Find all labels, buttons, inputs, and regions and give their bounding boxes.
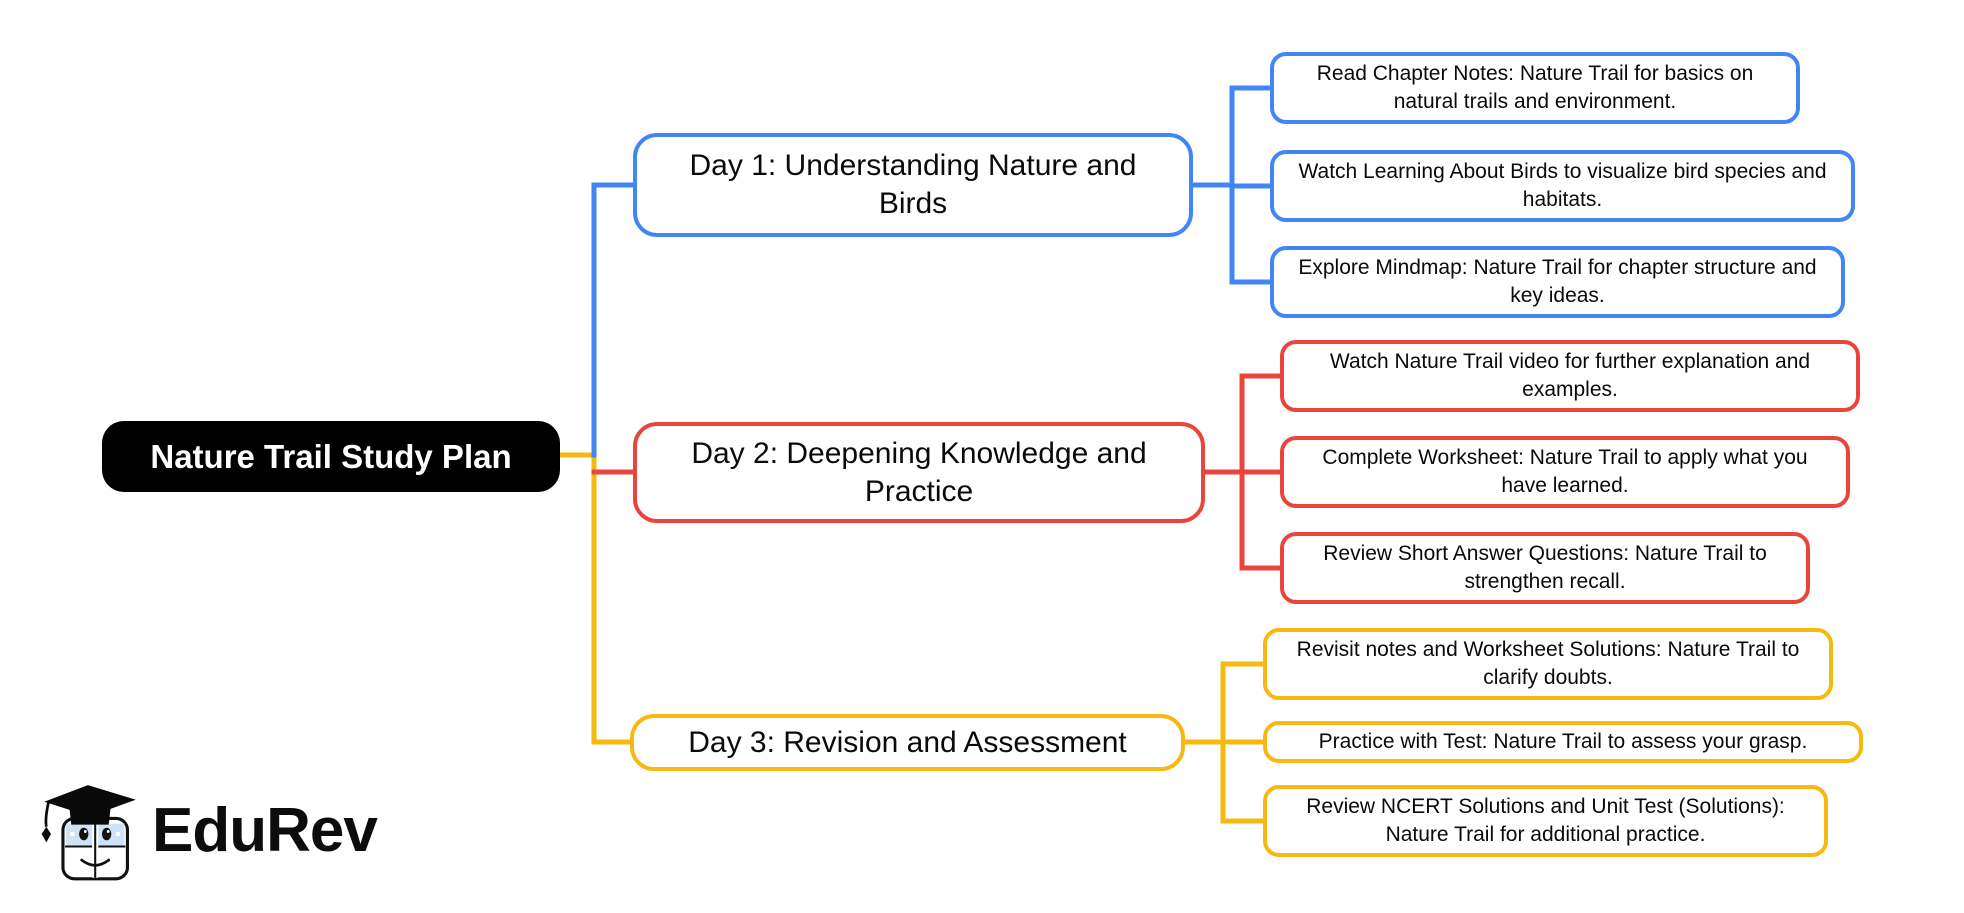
edurev-wordmark: EduRev: [152, 795, 378, 865]
day1-node: Day 1: Understanding Nature and Birds: [633, 133, 1193, 237]
day2-child-label-3: Review Short Answer Questions: Nature Tr…: [1323, 542, 1767, 593]
day3-connector-line: [557, 452, 1268, 824]
edurev-mascot-icon: [41, 785, 136, 881]
day3-child-node-1: Revisit notes and Worksheet Solutions: N…: [1263, 628, 1833, 700]
root-node: Nature Trail Study Plan: [102, 421, 560, 492]
day3-child-label-3: Review NCERT Solutions and Unit Test (So…: [1306, 795, 1785, 846]
day2-node: Day 2: Deepening Knowledge and Practice: [633, 422, 1205, 523]
day3-child-node-2: Practice with Test: Nature Trail to asse…: [1263, 721, 1863, 763]
day2-child-node-3: Review Short Answer Questions: Nature Tr…: [1280, 532, 1810, 604]
day1-child-node-2: Watch Learning About Birds to visualize …: [1270, 150, 1855, 222]
day1-connector-line: [591, 85, 1275, 458]
day1-child-node-1: Read Chapter Notes: Nature Trail for bas…: [1270, 52, 1800, 124]
day1-child-node-3: Explore Mindmap: Nature Trail for chapte…: [1270, 246, 1845, 318]
day3-label: Day 3: Revision and Assessment: [688, 725, 1127, 759]
day1-child-label-3: Explore Mindmap: Nature Trail for chapte…: [1298, 256, 1817, 307]
day2-child-node-2: Complete Worksheet: Nature Trail to appl…: [1280, 436, 1850, 508]
day2-child-node-1: Watch Nature Trail video for further exp…: [1280, 340, 1860, 412]
day2-child-label-1: Watch Nature Trail video for further exp…: [1329, 350, 1811, 401]
day3-child-label-2: Practice with Test: Nature Trail to asse…: [1318, 730, 1808, 753]
day3-node: Day 3: Revision and Assessment: [630, 714, 1185, 771]
day2-label: Day 2: Deepening Knowledge and Practice: [691, 436, 1147, 508]
day3-child-node-3: Review NCERT Solutions and Unit Test (So…: [1263, 785, 1828, 857]
day2-child-label-2: Complete Worksheet: Nature Trail to appl…: [1322, 446, 1808, 497]
day1-label: Day 1: Understanding Nature and Birds: [689, 149, 1137, 220]
edurev-logo: EduRev: [38, 780, 378, 886]
root-label: Nature Trail Study Plan: [150, 437, 512, 475]
day1-child-label-2: Watch Learning About Birds to visualize …: [1298, 160, 1827, 211]
day3-child-label-1: Revisit notes and Worksheet Solutions: N…: [1296, 638, 1800, 689]
day1-child-label-1: Read Chapter Notes: Nature Trail for bas…: [1316, 62, 1754, 113]
day2-connector-line: [591, 373, 1285, 571]
